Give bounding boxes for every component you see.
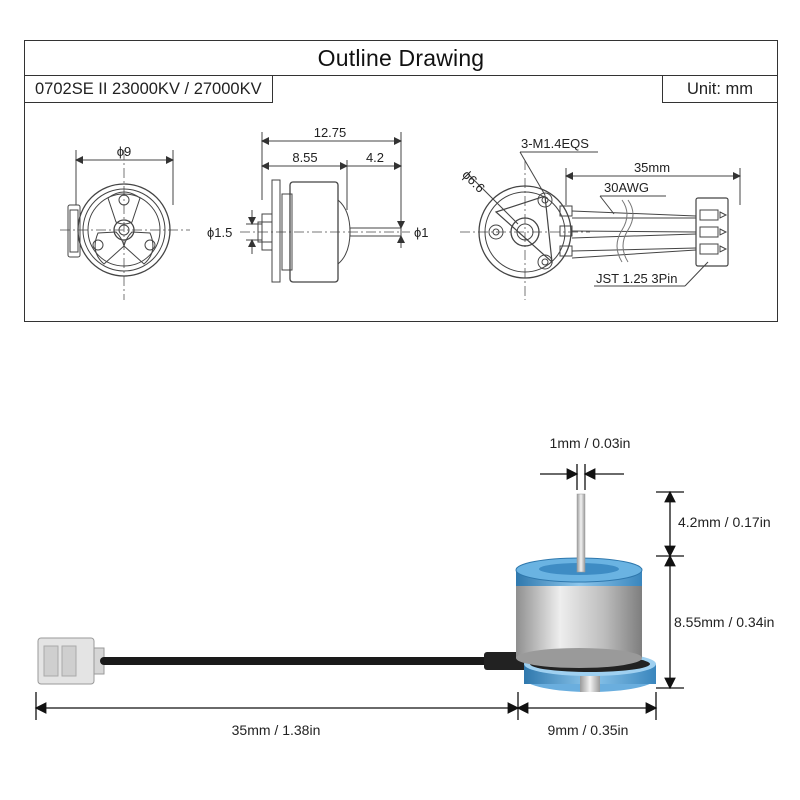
horizontal-dimensions xyxy=(34,692,658,720)
connector-label: JST 1.25 3Pin xyxy=(596,271,677,286)
shaft-diameter-dimension xyxy=(540,464,624,490)
outline-drawing-frame: Outline Drawing 0702SE II 23000KV / 2700… xyxy=(24,40,778,322)
shaft-length-label: 4.2 xyxy=(366,150,384,165)
wire-gauge-label: 30AWG xyxy=(604,180,649,195)
front-diameter-label: ϕ9 xyxy=(117,144,132,159)
vertical-dimensions xyxy=(656,490,684,690)
side-view xyxy=(240,132,410,283)
drawing-title: Outline Drawing xyxy=(317,45,485,71)
front-view xyxy=(60,150,190,300)
unit-label: Unit: mm xyxy=(662,75,778,103)
photo-wire-length-label: 35mm / 1.38in xyxy=(232,722,321,738)
jst-connector xyxy=(37,637,105,685)
model-label: 0702SE II 23000KV / 27000KV xyxy=(24,75,273,103)
body-length-label: 8.55 xyxy=(292,150,317,165)
photo-shaft-diameter-label: 1mm / 0.03in xyxy=(550,435,631,451)
photo-motor-width-label: 9mm / 0.35in xyxy=(548,722,629,738)
rear-view xyxy=(460,151,741,300)
mount-holes-label: 3-M1.4EQS xyxy=(521,136,589,151)
base-shaft-diameter-label: ϕ1.5 xyxy=(207,225,232,240)
overall-length-label: 12.75 xyxy=(314,125,347,140)
title-divider xyxy=(25,75,777,76)
wire-length-label: 35mm xyxy=(634,160,670,175)
motor-body xyxy=(515,493,656,692)
photo-body-length-label: 8.55mm / 0.34in xyxy=(674,614,774,630)
shaft-diameter-label: ϕ1 xyxy=(414,225,429,240)
photo-shaft-length-label: 4.2mm / 0.17in xyxy=(678,514,771,530)
